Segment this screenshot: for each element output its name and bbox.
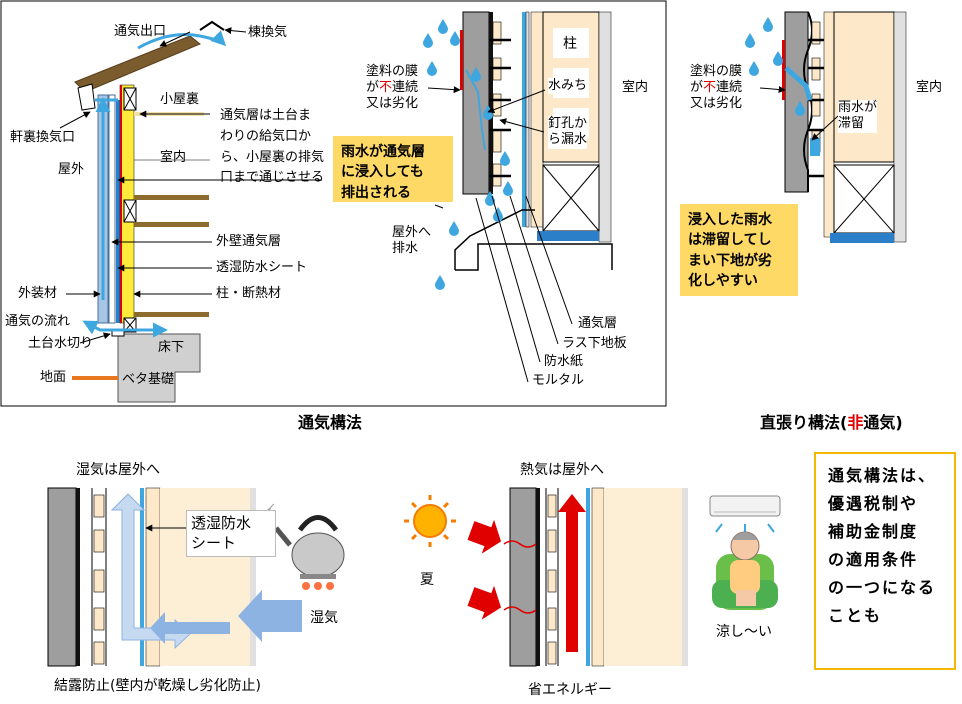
kettle-icon <box>264 503 345 590</box>
label-breathable-sheet: 透湿防水シート <box>216 260 308 275</box>
callout-ventilated: 雨水が通気層 に浸入しても 排出される <box>333 136 453 202</box>
label-waterproof-paper: 防水紙 <box>544 354 584 369</box>
label-moisture: 湿気 <box>310 610 338 626</box>
label-water-path: 水みち <box>548 78 588 95</box>
label-vent-description: 通気層は土台ま わりの給気口か ら、小屋裏の排気 口まで通じさせる <box>220 108 325 186</box>
person-icon <box>712 531 778 610</box>
label-rain-stagnant: 雨水が 滞留 <box>838 100 878 133</box>
direct-wall-diagram <box>745 11 907 243</box>
house-section-diagram <box>59 20 322 403</box>
label-cladding: 外装材 <box>18 286 58 301</box>
label-ridge-vent: 棟換気 <box>248 25 288 40</box>
label-vent-outlet: 通気出口 <box>114 24 167 39</box>
caption-condensation: 結露防止(壁内が乾燥し劣化防止) <box>54 678 261 694</box>
label-airflow: 通気の流れ <box>5 314 71 329</box>
label-column: 柱 <box>563 36 577 54</box>
label-indoor-2: 室内 <box>622 80 649 95</box>
heat-diagram <box>404 487 781 667</box>
air-conditioner-icon <box>709 495 781 534</box>
label-wall-vent-layer: 外壁通気層 <box>216 234 282 249</box>
label-outdoor-drain: 屋外へ 排水 <box>392 225 432 257</box>
label-eave-vent: 軒裏換気口 <box>10 130 76 145</box>
label-paint-film-direct-1: 塗料の膜 <box>690 64 743 79</box>
label-paint-film-direct-2: が不連続 <box>690 80 743 95</box>
label-paint-film-1: 塗料の膜 <box>366 64 419 79</box>
label-outdoor-1: 屋外 <box>58 162 85 177</box>
label-summer: 夏 <box>420 572 434 588</box>
title-moisture-out: 湿気は屋外へ <box>76 462 160 478</box>
label-slab-foundation: ベタ基礎 <box>122 372 175 387</box>
sun-icon <box>404 495 456 547</box>
caption-energy-saving: 省エネルギー <box>528 682 612 698</box>
caption-ventilated-method: 通気構法 <box>298 413 363 432</box>
label-paint-film-2: が不連続 <box>366 80 419 95</box>
label-paint-film-direct-3: 又は劣化 <box>690 96 743 111</box>
label-lath-board: ラス下地板 <box>562 336 627 351</box>
label-mortar: モルタル <box>532 373 585 388</box>
callout-direct: 浸入した雨水 は滞留してし まい下地が劣 化しやすい <box>680 204 798 296</box>
caption-direct-method: 直張り構法(非通気) <box>760 413 903 432</box>
top-frame <box>0 0 667 407</box>
label-vent-layer: 通気層 <box>578 316 618 331</box>
label-indoor-3: 室内 <box>916 80 943 95</box>
label-ground: 地面 <box>40 370 67 385</box>
note-box: 通気構法は、 優遇税制や 補助金制度 の適用条件 の一つになる ことも <box>814 452 956 670</box>
label-paint-film-3: 又は劣化 <box>366 96 419 111</box>
label-column-insulation: 柱・断熱材 <box>216 286 282 301</box>
label-indoor-1: 室内 <box>160 150 187 165</box>
title-heat-out: 熱気は屋外へ <box>520 462 604 478</box>
label-cool: 涼し～い <box>716 624 772 640</box>
label-attic: 小屋裏 <box>160 92 200 107</box>
label-breathable-sheet-2: 透湿防水 シート <box>186 510 276 557</box>
label-sill-flashing: 土台水切り <box>28 336 94 351</box>
label-underfloor: 床下 <box>158 340 185 355</box>
label-nail-hole-leak: 釘孔か ら漏水 <box>548 116 588 149</box>
